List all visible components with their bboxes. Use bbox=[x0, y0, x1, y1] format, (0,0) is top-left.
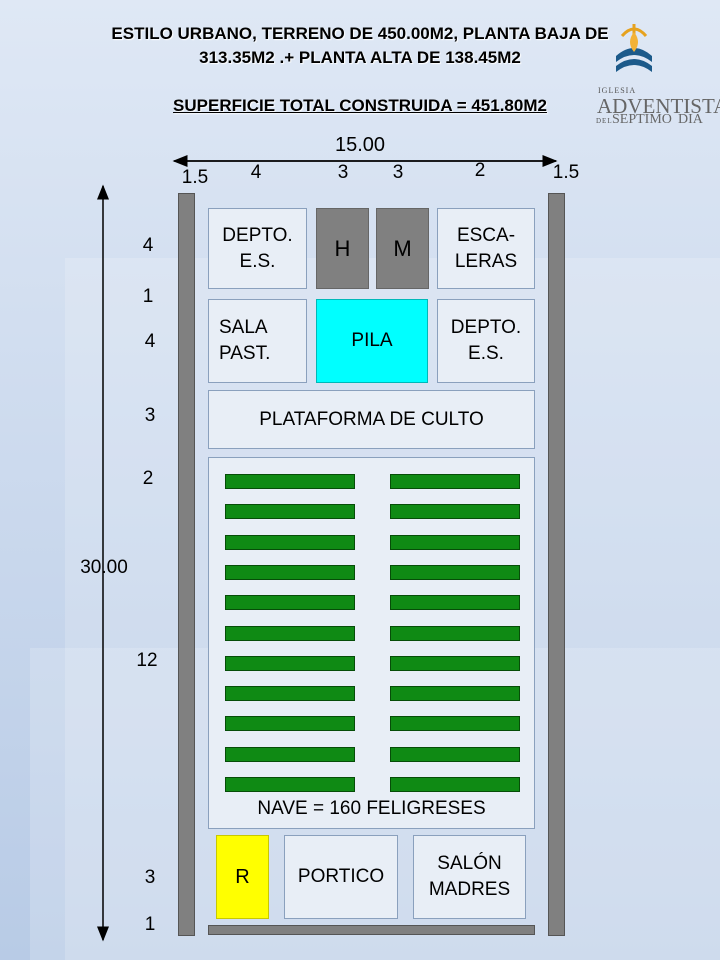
pew bbox=[390, 474, 520, 489]
logo-iglesia: IGLESIA bbox=[598, 86, 637, 95]
length-label-7: 3 bbox=[144, 867, 156, 888]
church-logo-icon bbox=[616, 24, 652, 72]
right-wall bbox=[548, 193, 565, 936]
length-label-2: 1 bbox=[142, 286, 154, 307]
pew bbox=[390, 534, 520, 550]
width-label-h: 3 bbox=[337, 162, 349, 183]
pew bbox=[225, 474, 355, 489]
header-total-area: SUPERFICIE TOTAL CONSTRUIDA = 451.80M2 bbox=[173, 96, 547, 115]
width-label-left-wall: 1.5 bbox=[181, 167, 209, 188]
length-label-5: 2 bbox=[142, 468, 154, 489]
pew bbox=[390, 777, 520, 792]
room-depto-es-right: DEPTO. E.S. bbox=[437, 299, 535, 383]
room-r: R bbox=[216, 835, 269, 919]
pew bbox=[225, 777, 355, 792]
length-label-4: 3 bbox=[144, 405, 156, 426]
room-depto-es-top: DEPTO. E.S. bbox=[208, 208, 307, 289]
logo-dia: DIA bbox=[678, 112, 703, 127]
room-salon-madres: SALÓN MADRES bbox=[413, 835, 526, 919]
pew bbox=[225, 625, 355, 641]
length-label-8: 1 bbox=[144, 914, 156, 935]
pew bbox=[390, 716, 520, 732]
pew bbox=[390, 746, 520, 762]
total-length-label: 30.00 bbox=[80, 557, 128, 578]
nave-capacity-label: NAVE = 160 FELIGRESES bbox=[257, 798, 486, 819]
room-escaleras: ESCA- LERAS bbox=[437, 208, 535, 289]
header-line-2: 313.35M2 .+ PLANTA ALTA DE 138.45M2 bbox=[199, 48, 521, 67]
pew bbox=[390, 655, 520, 671]
length-label-6: 12 bbox=[136, 650, 158, 671]
pew bbox=[225, 655, 355, 671]
header-line-1: ESTILO URBANO, TERRENO DE 450.00M2, PLAN… bbox=[111, 24, 609, 43]
pew bbox=[225, 686, 355, 702]
room-restroom-h: H bbox=[316, 208, 369, 289]
pew bbox=[225, 595, 355, 611]
logo-adventista: ADVENTISTA bbox=[597, 94, 720, 118]
room-pila: PILA bbox=[316, 299, 428, 383]
left-wall bbox=[178, 193, 195, 936]
pew bbox=[225, 534, 355, 550]
room-portico: PORTICO bbox=[284, 835, 398, 919]
length-label-3: 4 bbox=[144, 331, 156, 352]
pew bbox=[225, 504, 355, 520]
pew bbox=[225, 746, 355, 762]
width-label-escaleras: 2 bbox=[474, 160, 486, 181]
nave: NAVE = 160 FELIGRESES bbox=[208, 457, 535, 829]
room-plataforma-de-culto: PLATAFORMA DE CULTO bbox=[208, 390, 535, 449]
pew bbox=[225, 564, 355, 580]
pew bbox=[390, 504, 520, 520]
room-sala-pastoral: SALA PAST. bbox=[208, 299, 307, 383]
pew bbox=[225, 716, 355, 732]
front-wall bbox=[208, 925, 535, 935]
pew bbox=[390, 564, 520, 580]
room-restroom-m: M bbox=[376, 208, 429, 289]
total-width-label: 15.00 bbox=[334, 134, 386, 156]
pew bbox=[390, 625, 520, 641]
logo-del: DEL bbox=[596, 117, 613, 125]
width-label-depto: 4 bbox=[250, 162, 262, 183]
length-label-1: 4 bbox=[142, 235, 154, 256]
width-label-right-wall: 1.5 bbox=[552, 162, 580, 183]
logo-septimo: SEPTIMO bbox=[612, 112, 672, 127]
pew bbox=[390, 595, 520, 611]
pew bbox=[390, 686, 520, 702]
width-label-m: 3 bbox=[392, 162, 404, 183]
